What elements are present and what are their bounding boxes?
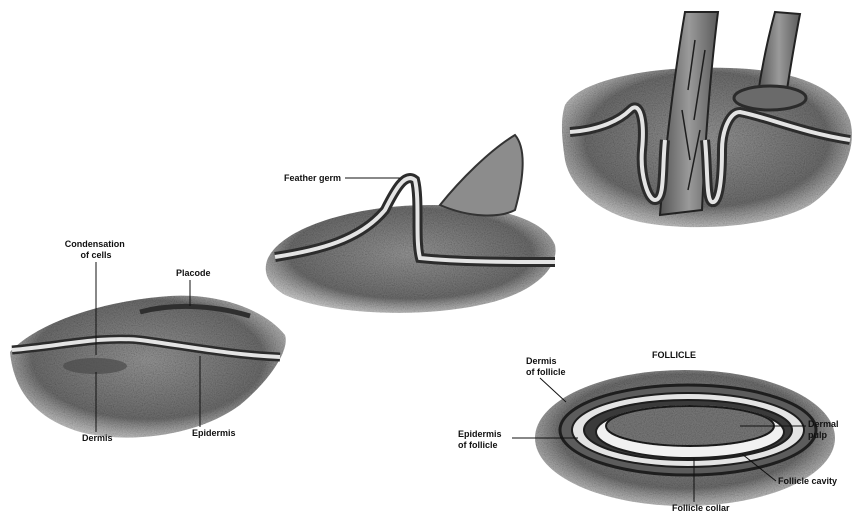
stage2-labels: Feather germ [284, 173, 400, 183]
label-epidermis-of-follicle: Epidermis of follicle [458, 429, 504, 450]
label-dermis-of-follicle: Dermis of follicle [526, 356, 566, 377]
label-follicle-cavity: Follicle cavity [778, 476, 837, 486]
label-dermal-pulp: Dermal pulp [808, 419, 841, 440]
label-epidermis: Epidermis [192, 428, 236, 438]
stage3-follicle-rim-right [734, 86, 806, 110]
label-follicle-title: FOLLICLE [652, 350, 696, 360]
label-placode: Placode [176, 268, 211, 278]
dermis-follicle-line2: of follicle [526, 367, 566, 377]
epidermis-follicle-line1: Epidermis [458, 429, 502, 439]
stage1-cell-condensation [63, 358, 127, 374]
stage1-placode [10, 296, 286, 438]
stage2-feather-germ [266, 135, 556, 313]
dermal-pulp-line2: pulp [808, 430, 827, 440]
stage2-secondary-germ [440, 135, 523, 215]
leader-dermis-of-follicle [540, 378, 566, 402]
stage3-follicles [562, 12, 852, 227]
dermal-pulp-line1: Dermal [808, 419, 839, 429]
condensation-line2: of cells [80, 250, 111, 260]
label-condensation-of-cells: Condensation of cells [65, 239, 128, 260]
label-feather-germ: Feather germ [284, 173, 341, 183]
dermis-follicle-line1: Dermis [526, 356, 557, 366]
label-dermis: Dermis [82, 433, 113, 443]
epidermis-follicle-line2: of follicle [458, 440, 498, 450]
label-follicle-collar: Follicle collar [672, 503, 730, 513]
condensation-line1: Condensation [65, 239, 125, 249]
